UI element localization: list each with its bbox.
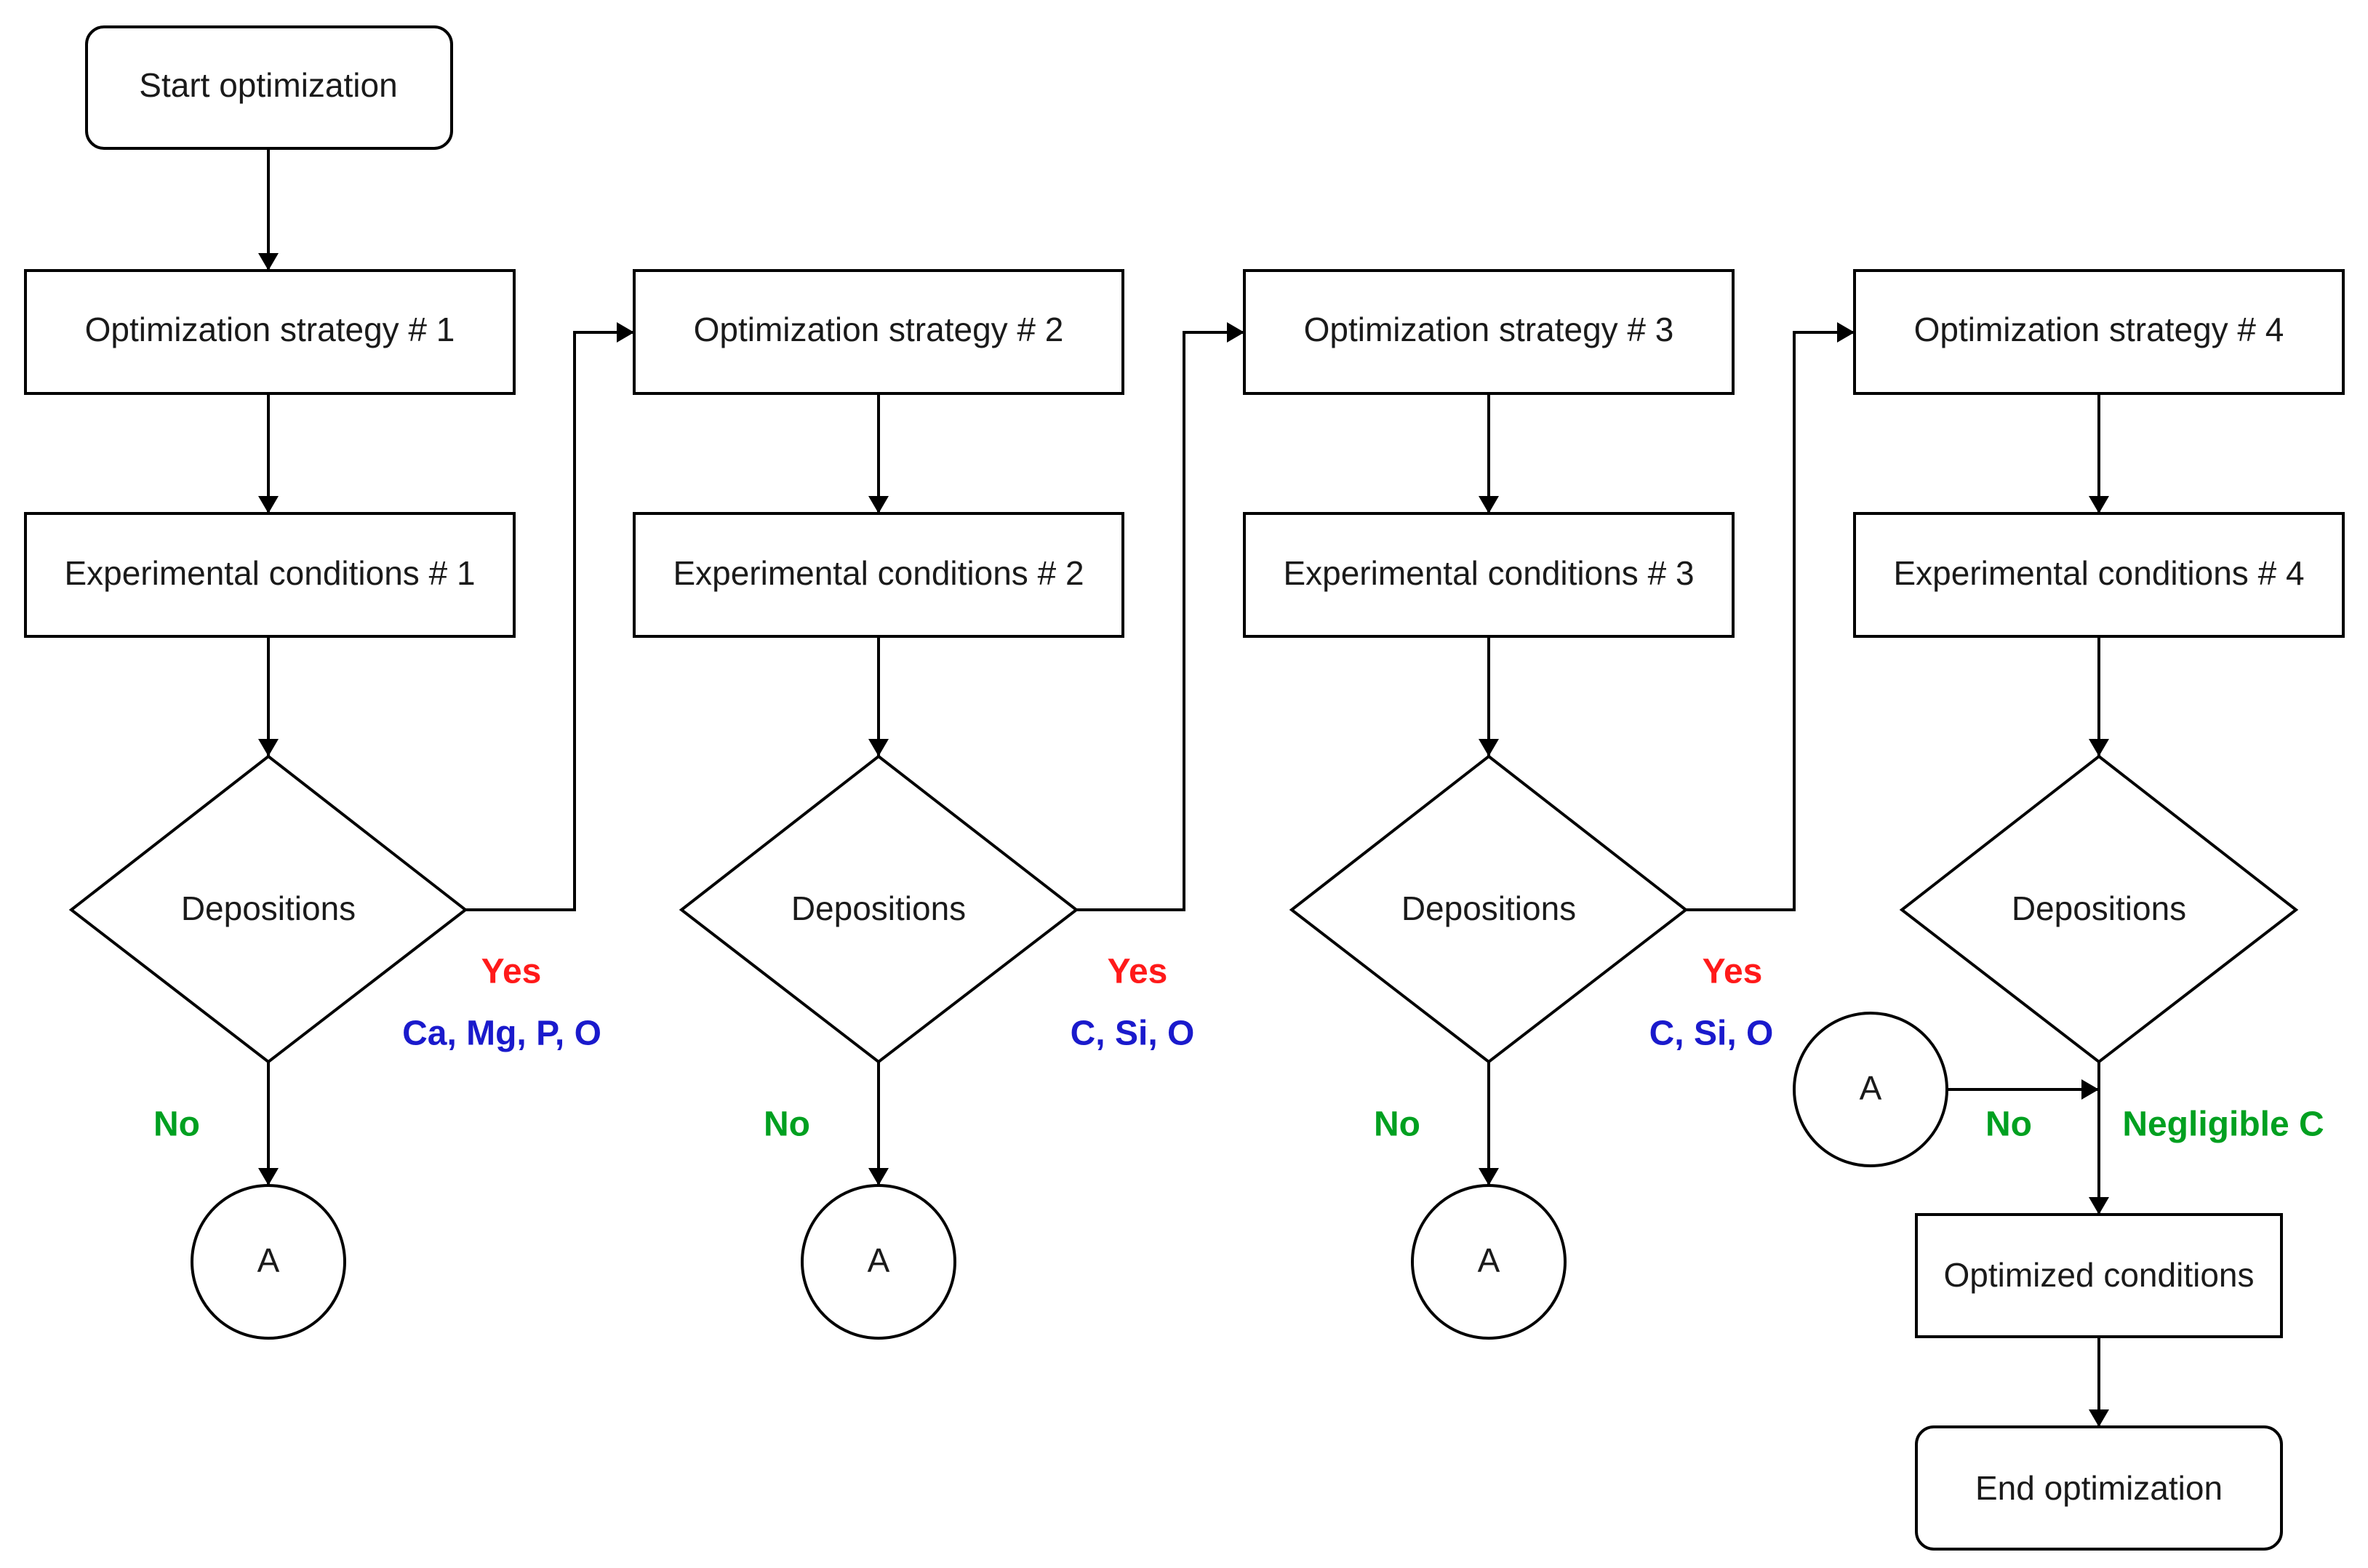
- end-box: [1915, 1425, 2283, 1551]
- decision-2-label: Depositions: [791, 889, 966, 927]
- conditions-1-label: Experimental conditions # 1: [64, 554, 475, 592]
- connector-2-circle: [801, 1184, 956, 1340]
- column-4: Optimization strategy # 4 Experimental c…: [1793, 269, 2345, 1167]
- conditions-3-label: Experimental conditions # 3: [1283, 554, 1694, 592]
- connector-3-label: A: [1478, 1241, 1500, 1279]
- decision-4-negligible-label: Negligible C: [2122, 1105, 2324, 1144]
- decision-2-no-label: No: [764, 1105, 810, 1144]
- connector-1-label: A: [257, 1241, 280, 1279]
- edge-decision-3-yes-to-strategy-4: [1686, 331, 1855, 911]
- strategy-2-label: Optimization strategy # 2: [694, 311, 1064, 348]
- strategy-4-label: Optimization strategy # 4: [1914, 311, 2284, 348]
- decision-1-label: Depositions: [181, 889, 356, 927]
- optimized-node: Optimized conditions: [1915, 1213, 2283, 1338]
- decision-4-label: Depositions: [2012, 889, 2186, 927]
- decision-2-elements-label: C, Si, O: [1071, 1015, 1195, 1053]
- column-3: Optimization strategy # 3 Experimental c…: [1243, 269, 1774, 1340]
- decision-1-diamond: [68, 754, 468, 1064]
- decision-3-elements-label: C, Si, O: [1649, 1015, 1774, 1053]
- edge-decision-2-yes-to-strategy-3: [1076, 331, 1244, 911]
- optimized-box: [1915, 1213, 2283, 1338]
- strategy-3-label: Optimization strategy # 3: [1304, 311, 1674, 348]
- edges: [258, 148, 2109, 1427]
- decision-3-label: Depositions: [1401, 889, 1576, 927]
- decision-1-no-label: No: [153, 1105, 200, 1144]
- decision-2-diamond: [679, 754, 1079, 1064]
- start-node: Start optimization: [85, 25, 453, 150]
- strategy-1-box: [24, 269, 516, 395]
- strategy-1-label: Optimization strategy # 1: [85, 311, 455, 348]
- decision-1-yes-label: Yes: [481, 953, 542, 991]
- conditions-2-label: Experimental conditions # 2: [673, 554, 1084, 592]
- connector-2-label: A: [868, 1241, 890, 1279]
- optimized-label: Optimized conditions: [1944, 1256, 2255, 1294]
- end-label: End optimization: [1975, 1469, 2223, 1507]
- strategy-4-box: [1853, 269, 2345, 395]
- edge-decision-1-yes-to-strategy-2: [465, 331, 634, 911]
- decision-4-diamond: [1899, 754, 2299, 1064]
- connector-1-circle: [191, 1184, 346, 1340]
- decision-2-yes-label: Yes: [1108, 953, 1168, 991]
- connector-4-circle: [1793, 1012, 1948, 1167]
- connector-4-label: A: [1860, 1069, 1882, 1107]
- conditions-2-box: [633, 512, 1124, 638]
- conditions-4-box: [1853, 512, 2345, 638]
- connector-3-circle: [1411, 1184, 1567, 1340]
- end-node: End optimization: [1915, 1425, 2283, 1551]
- decision-1-elements-label: Ca, Mg, P, O: [402, 1015, 601, 1053]
- conditions-4-label: Experimental conditions # 4: [1893, 554, 2304, 592]
- start-label: Start optimization: [139, 66, 397, 104]
- column-2: Optimization strategy # 2 Experimental c…: [633, 269, 1195, 1340]
- strategy-3-box: [1243, 269, 1735, 395]
- decision-3-no-label: No: [1374, 1105, 1420, 1144]
- decision-3-yes-label: Yes: [1703, 953, 1763, 991]
- column-1: Optimization strategy # 1 Experimental c…: [24, 269, 601, 1340]
- conditions-1-box: [24, 512, 516, 638]
- strategy-2-box: [633, 269, 1124, 395]
- decision-4-no-label: No: [1985, 1105, 2032, 1144]
- decision-3-diamond: [1289, 754, 1689, 1064]
- conditions-3-box: [1243, 512, 1735, 638]
